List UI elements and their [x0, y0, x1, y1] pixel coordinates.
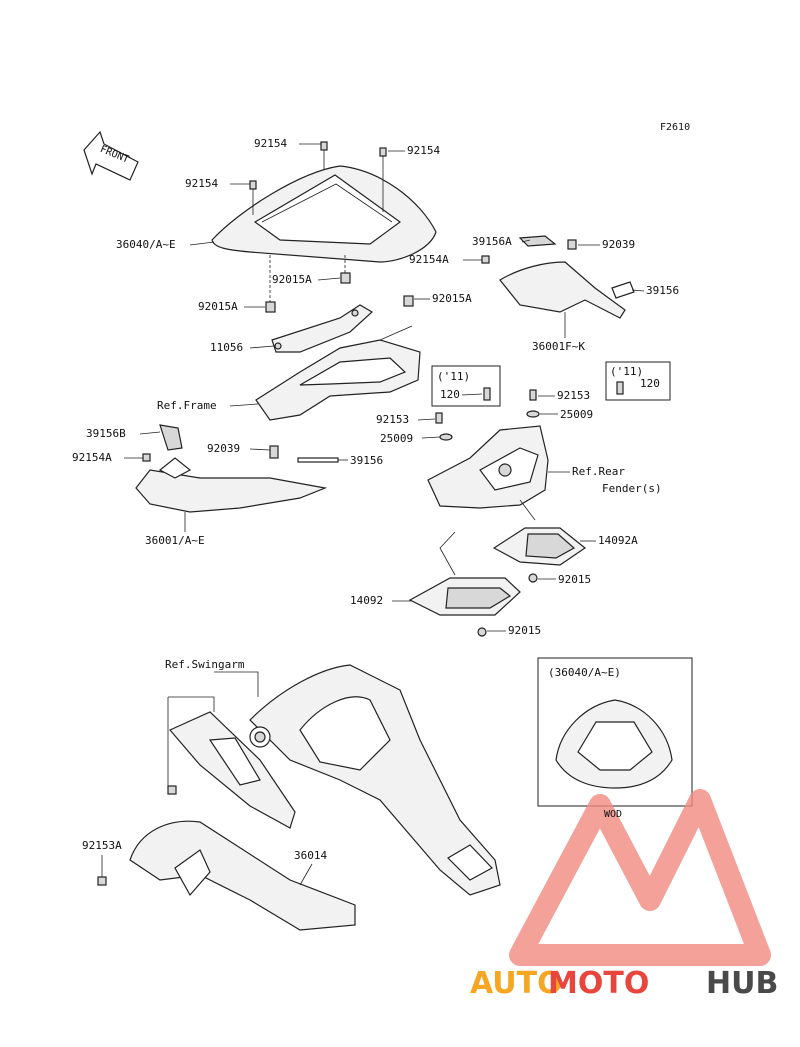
watermark-hub: HUB [706, 966, 778, 1001]
label-92015a-mid: 92015A [272, 273, 312, 286]
clip-92039-icon [269, 445, 279, 459]
label-92015-lower: 92015 [508, 624, 541, 637]
bolt-92154-icon [379, 147, 387, 212]
spacer-92015a-icon [403, 295, 414, 307]
bolt-120-icon [483, 387, 491, 401]
clip-92039-icon [567, 239, 577, 250]
label-39156-left: 39156 [350, 454, 383, 467]
label-36001fk: 36001F~K [532, 340, 585, 353]
inset-label: (36040/A~E) [548, 666, 621, 679]
label-39156b: 39156B [86, 427, 126, 440]
label-92154-top: 92154 [254, 137, 287, 150]
nut-92015-icon [528, 573, 538, 583]
chain-guard-part [169, 711, 296, 829]
nut-92015-icon [477, 627, 487, 637]
label-14092: 14092 [350, 594, 383, 607]
left-side-cover-part [135, 424, 328, 513]
inset-note: WOD [604, 809, 622, 820]
label-120-a: 120 [440, 388, 460, 401]
label-120-b: 120 [640, 377, 660, 390]
label-fender: Fender(s) [602, 482, 662, 495]
label-36014: 36014 [294, 849, 327, 862]
label-39156a: 39156A [472, 235, 512, 248]
label-92153-mid: 92153 [376, 413, 409, 426]
label-36040: 36040/A~E [116, 238, 176, 251]
label-92015a-left: 92015A [198, 300, 238, 313]
washer-25009-icon [439, 433, 453, 441]
label-92153-right: 92153 [557, 389, 590, 402]
tape-39156-icon [297, 457, 339, 463]
label-ref-swingarm: Ref.Swingarm [165, 658, 245, 671]
label-ref-frame: Ref.Frame [157, 399, 217, 412]
label-92154-right: 92154 [407, 144, 440, 157]
bolt-92154a-icon [481, 255, 490, 264]
label-92039-right: 92039 [602, 238, 635, 251]
right-side-cover-part [499, 235, 635, 319]
label-year11-b: ('11) [610, 365, 643, 378]
label-92154a-left: 92154A [72, 451, 112, 464]
label-ref-rear: Ref.Rear [572, 465, 625, 478]
label-year11-a: ('11) [437, 370, 470, 383]
chain-cover-36014-part [129, 820, 356, 931]
rear-frame-part [255, 339, 421, 421]
watermark-moto: MOTO [548, 966, 649, 1001]
inset-seat-cowl-part [555, 699, 673, 789]
label-92039-left: 92039 [207, 442, 240, 455]
watermark-logo-icon [509, 789, 771, 966]
bolt-92154-icon [320, 141, 328, 170]
label-92153a: 92153A [82, 839, 122, 852]
label-14092a: 14092A [598, 534, 638, 547]
label-92154a-right: 92154A [409, 253, 449, 266]
label-25009-right: 25009 [560, 408, 593, 421]
year-box-left [431, 365, 501, 407]
rear-fender-part [427, 425, 549, 509]
inset-box [537, 657, 693, 807]
figure-code: F2610 [660, 122, 690, 133]
spacer-92015a-icon [340, 272, 351, 284]
label-92015-upper: 92015 [558, 573, 591, 586]
seat-cowl-part [211, 165, 437, 263]
bolt-92154a-icon [142, 453, 151, 462]
bolt-92153a-icon [97, 876, 107, 886]
front-arrow-icon: FRONT [83, 130, 139, 181]
bolt-92153-icon [529, 389, 537, 401]
label-92154-left: 92154 [185, 177, 218, 190]
year-box-right [605, 361, 671, 401]
watermark-auto: AUTO [470, 966, 563, 1001]
bolt-icon [167, 785, 177, 795]
label-11056: 11056 [210, 341, 243, 354]
washer-25009-icon [526, 410, 540, 418]
reflector-14092a-part [492, 527, 587, 566]
bolt-120-icon [616, 381, 624, 395]
swingarm-part [249, 664, 501, 896]
bolt-92153-icon [435, 412, 443, 424]
reflector-14092-part [408, 577, 521, 616]
label-39156-right: 39156 [646, 284, 679, 297]
label-36001ae: 36001/A~E [145, 534, 205, 547]
label-25009-mid: 25009 [380, 432, 413, 445]
bolt-92154-icon [249, 180, 257, 215]
bracket-11056-part [271, 304, 374, 353]
spacer-92015a-icon [265, 301, 276, 313]
label-92015a-right: 92015A [432, 292, 472, 305]
